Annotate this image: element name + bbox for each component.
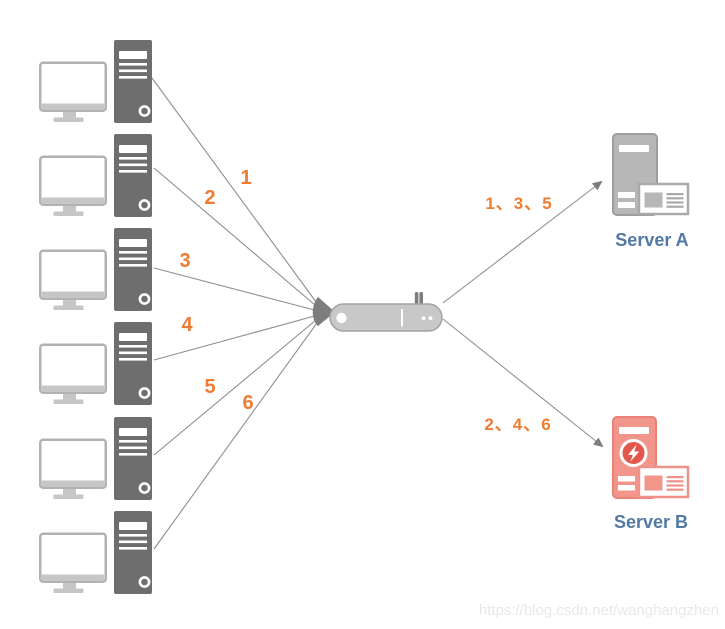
server-a-panel-line (666, 197, 684, 200)
load-balancer-router (329, 292, 443, 332)
connector-client-6 (153, 315, 323, 550)
router-led (336, 312, 347, 324)
client-computer-1 (38, 38, 154, 125)
client-computer-3 (38, 226, 154, 313)
flow-number-labels: 1 2 3 4 5 6 (179, 167, 253, 414)
server-b-drive-bay (619, 427, 649, 434)
server-b-panel-screen (644, 475, 663, 491)
server-a-panel-line (666, 205, 684, 208)
server-b-panel-line (666, 476, 684, 479)
server-b-panel-line (666, 488, 684, 491)
server-a-flows-label: 1、3、5 (485, 194, 552, 213)
server-b-panel-line (666, 480, 684, 483)
router-antenna-icon (414, 292, 419, 306)
server-a-slot (618, 192, 635, 198)
server-b-label: Server B (614, 512, 688, 532)
server-a-icon (612, 133, 690, 216)
server-b-panel-line (666, 484, 684, 487)
server-b-slot (618, 476, 635, 482)
lightning-icon (628, 444, 640, 462)
router-port-dot (428, 316, 433, 321)
router-body (329, 303, 443, 332)
connector-client-1 (151, 77, 323, 311)
flow-label-3: 3 (179, 250, 190, 272)
client-connectors (151, 77, 323, 550)
server-a-panel-line (666, 201, 684, 204)
client-computer-4 (38, 320, 154, 407)
watermark-url: https://blog.csdn.net/wanghangzhen (479, 602, 719, 619)
converge-arrowhead-icon (312, 297, 335, 326)
flow-label-4: 4 (181, 314, 193, 336)
server-b-icon (612, 416, 690, 499)
connector-server-a (442, 180, 603, 304)
connector-client-5 (153, 314, 323, 456)
server-b-flows-label: 2、4、6 (484, 415, 551, 434)
connector-client-2 (153, 167, 323, 312)
client-computer-5 (38, 415, 154, 502)
connector-server-b (442, 318, 604, 448)
server-a-label: Server A (615, 230, 688, 250)
server-a-panel-line (666, 193, 684, 196)
server-b-slot (618, 485, 635, 491)
router-antenna-icon (419, 292, 423, 306)
flow-label-1: 1 (240, 167, 251, 189)
connector-client-3 (153, 267, 323, 313)
flow-label-5: 5 (204, 376, 215, 398)
flow-label-6: 6 (242, 392, 253, 414)
server-a-slot (618, 202, 635, 208)
server-a-panel-screen (644, 192, 663, 208)
client-computer-6 (38, 509, 154, 596)
router-port-dot (421, 316, 426, 321)
flow-label-2: 2 (204, 187, 215, 209)
client-computer-2 (38, 132, 154, 219)
connector-client-4 (153, 313, 323, 361)
server-a-drive-bay (619, 145, 649, 152)
